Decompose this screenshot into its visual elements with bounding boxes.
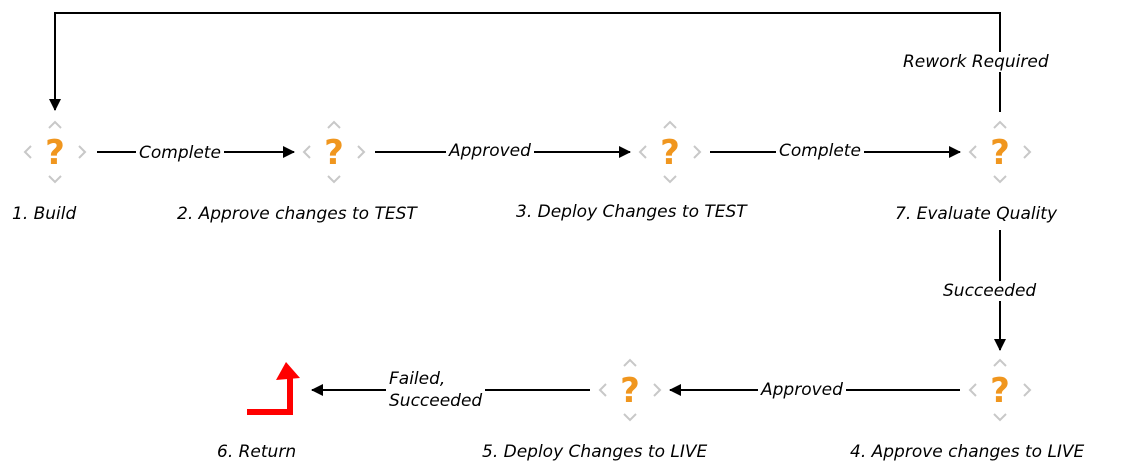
- question-icon: ?: [598, 358, 662, 422]
- chevron-down-icon: [993, 175, 1007, 184]
- node-approve-test-icon[interactable]: ?: [300, 118, 368, 186]
- chevron-left-icon: [968, 383, 977, 397]
- question-mark-glyph: ?: [990, 371, 1010, 411]
- chevron-right-icon: [1023, 145, 1032, 159]
- chevron-left-icon: [598, 383, 607, 397]
- chevron-down-icon: [623, 413, 637, 422]
- chevron-down-icon: [993, 413, 1007, 422]
- edge-label-approved-2: Approved: [758, 380, 846, 400]
- chevron-up-icon: [663, 120, 677, 129]
- chevron-left-icon: [302, 145, 311, 159]
- chevron-up-icon: [327, 120, 341, 129]
- chevron-right-icon: [357, 145, 366, 159]
- edge-label-approved-1: Approved: [446, 141, 534, 161]
- node-build-label: 1. Build: [12, 204, 77, 224]
- chevron-left-icon: [638, 145, 647, 159]
- question-mark-glyph: ?: [620, 371, 640, 411]
- question-icon: ?: [638, 120, 702, 184]
- chevron-down-icon: [663, 175, 677, 184]
- node-approve-live-label: 4. Approve changes to LIVE: [850, 442, 1085, 462]
- chevron-right-icon: [693, 145, 702, 159]
- node-deploy-test-icon[interactable]: ?: [636, 118, 704, 186]
- edge-label-complete-2: Complete: [776, 141, 864, 161]
- node-build-icon[interactable]: ?: [21, 118, 89, 186]
- chevron-left-icon: [23, 145, 32, 159]
- node-deploy-test-label: 3. Deploy Changes to TEST: [516, 202, 747, 222]
- return-arrow-icon[interactable]: [247, 362, 300, 415]
- edge-label-succeeded: Succeeded: [940, 281, 1040, 301]
- chevron-right-icon: [78, 145, 87, 159]
- node-evaluate-quality-icon[interactable]: ?: [966, 118, 1034, 186]
- edge-label-failed-line1: Failed,: [389, 369, 446, 389]
- node-return-label: 6. Return: [217, 442, 297, 462]
- node-approve-live-icon[interactable]: ?: [966, 356, 1034, 424]
- edge-label-rework-required: Rework Required: [900, 52, 1052, 72]
- question-mark-glyph: ?: [660, 133, 680, 173]
- question-mark-glyph: ?: [324, 133, 344, 173]
- chevron-up-icon: [993, 358, 1007, 367]
- edge-label-failed-line2: Succeeded: [389, 391, 483, 411]
- node-approve-test-label: 2. Approve changes to TEST: [177, 204, 417, 224]
- question-mark-glyph: ?: [990, 133, 1010, 173]
- chevron-right-icon: [1023, 383, 1032, 397]
- edge-label-failed: Failed, Succeeded: [386, 368, 486, 412]
- question-icon: ?: [302, 120, 366, 184]
- chevron-left-icon: [968, 145, 977, 159]
- edge-evaluate-to-build: [49, 12, 1001, 112]
- chevron-up-icon: [993, 120, 1007, 129]
- edge-label-complete-1: Complete: [136, 143, 224, 163]
- chevron-up-icon: [623, 358, 637, 367]
- node-evaluate-quality-label: 7. Evaluate Quality: [895, 204, 1058, 224]
- chevron-up-icon: [48, 120, 62, 129]
- node-deploy-live-label: 5. Deploy Changes to LIVE: [482, 442, 708, 462]
- chevron-down-icon: [327, 175, 341, 184]
- chevron-down-icon: [48, 175, 62, 184]
- question-icon: ?: [968, 358, 1032, 422]
- question-icon: ?: [23, 120, 87, 184]
- node-deploy-live-icon[interactable]: ?: [596, 356, 664, 424]
- question-icon: ?: [968, 120, 1032, 184]
- chevron-right-icon: [653, 383, 662, 397]
- question-mark-glyph: ?: [45, 133, 65, 173]
